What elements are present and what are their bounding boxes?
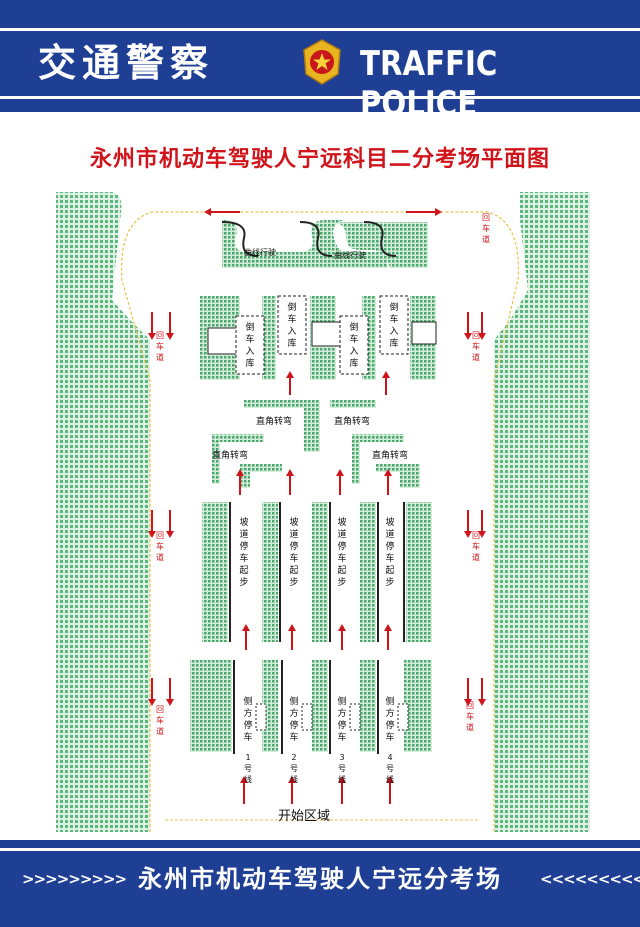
header-title-en: TRAFFIC POLICE <box>360 44 498 124</box>
arrow-up <box>338 624 346 650</box>
arrow-down <box>464 510 472 538</box>
arrow-right <box>406 208 442 216</box>
right-angle-label-3: 直角转弯 <box>212 449 248 461</box>
right-angle-label-1: 直角转弯 <box>256 415 292 427</box>
right-angle-turn-area <box>212 400 420 488</box>
return-road-label: 回车道 <box>156 331 164 362</box>
arrow-down <box>464 678 472 706</box>
arrow-down <box>478 312 486 340</box>
arrow-up <box>286 371 294 395</box>
arrow-up <box>338 776 346 804</box>
police-badge-icon <box>303 39 341 85</box>
arrow-up <box>384 469 392 495</box>
arrow-up <box>386 776 394 804</box>
hill-start-label: 坡道停车起步 <box>337 516 346 588</box>
hill-start-label: 坡道停车起步 <box>239 516 248 588</box>
side-park-label: 侧方停车 <box>337 695 346 743</box>
footer-chevrons-right: <<<<<<<<< <box>540 870 640 888</box>
vertical-labels: 回车道回车道回车道回车道回车道回车道回车道倒车入库倒车入库倒车入库倒车入库坡道停… <box>156 213 490 784</box>
footer-chevrons-left: >>>>>>>>> <box>22 870 127 888</box>
side-park-label: 侧方停车 <box>289 695 298 743</box>
direction-arrows <box>148 208 486 804</box>
start-area-label: 开始区域 <box>278 809 330 824</box>
arrow-down <box>148 510 156 538</box>
right-angle-label-4: 直角转弯 <box>372 449 408 461</box>
arrow-down <box>464 312 472 340</box>
reverse-park-label: 倒车入库 <box>287 301 296 349</box>
return-road-label: 回车道 <box>466 701 474 732</box>
arrow-up <box>384 624 392 650</box>
curve-label-1: 曲线行驶 <box>244 247 276 257</box>
arrow-up <box>242 624 250 650</box>
side-park-label: 侧方停车 <box>385 695 394 743</box>
arrow-down <box>148 312 156 340</box>
return-road-label: 回车道 <box>472 331 480 362</box>
hill-start-label: 坡道停车起步 <box>385 516 394 588</box>
arrow-up <box>240 776 248 804</box>
hill-start-label: 坡道停车起步 <box>289 516 298 588</box>
footer-title: 永州市机动车驾驶人宁远分考场 <box>138 865 502 893</box>
arrow-up <box>288 624 296 650</box>
return-road-label: 回车道 <box>156 531 164 562</box>
curve-driving-area <box>221 220 428 268</box>
reverse-parking-area <box>200 295 437 380</box>
return-road-label: 回车道 <box>482 213 490 244</box>
arrow-up <box>382 371 390 395</box>
footer-stripe <box>0 848 640 851</box>
arrow-down <box>166 312 174 340</box>
east-lawn <box>494 192 590 832</box>
reverse-park-label: 倒车入库 <box>389 301 398 349</box>
west-lawn <box>56 192 150 832</box>
arrow-down <box>478 510 486 538</box>
map-title: 永州市机动车驾驶人宁远科目二分考场平面图 <box>89 147 550 172</box>
side-parking-area <box>190 660 432 754</box>
arrow-left <box>204 208 240 216</box>
arrow-up <box>336 469 344 495</box>
return-road-label: 回车道 <box>472 531 480 562</box>
arrow-down <box>478 678 486 706</box>
return-road-label: 回车道 <box>156 705 164 736</box>
curve-label-2: 曲线行驶 <box>334 250 366 260</box>
side-park-label: 侧方停车 <box>243 695 252 743</box>
header-top-stripe <box>0 28 640 31</box>
hill-start-area <box>202 502 432 642</box>
perimeter-road <box>120 211 520 832</box>
arrow-down <box>166 510 174 538</box>
reverse-park-label: 倒车入库 <box>349 321 358 369</box>
right-angle-label-2: 直角转弯 <box>334 415 370 427</box>
arrow-down <box>166 678 174 706</box>
reverse-park-label: 倒车入库 <box>245 321 254 369</box>
header-bottom-stripe <box>0 96 640 99</box>
test-site-plan: 曲线行驶 曲线行驶 回车道回车道回车道回车道回车道回车道回车道倒车入库倒车入库倒… <box>56 192 590 832</box>
arrow-up <box>236 469 244 495</box>
arrow-down <box>148 678 156 706</box>
header-title-cn: 交通警察 <box>38 41 215 85</box>
arrow-up <box>288 776 296 804</box>
arrow-up <box>286 469 294 495</box>
footer-bar <box>0 840 640 927</box>
